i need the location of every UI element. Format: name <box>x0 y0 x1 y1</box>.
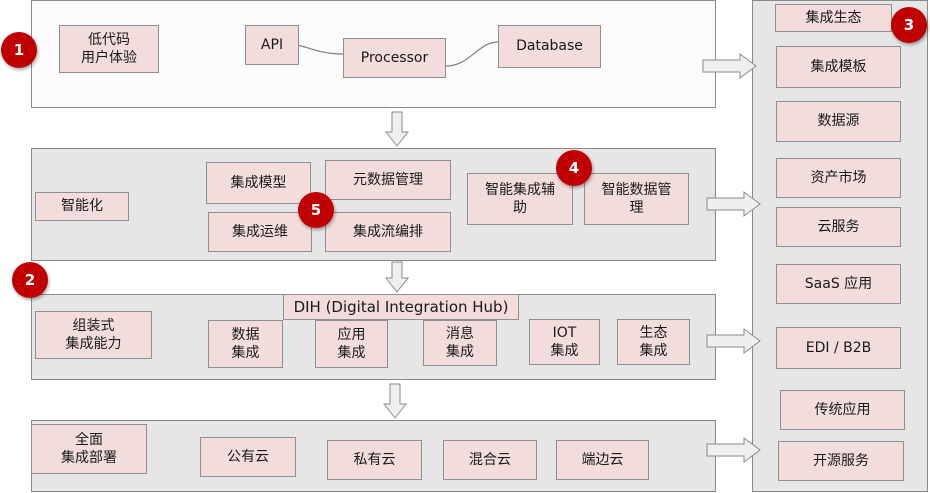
hybrid-cloud-box: 混合云 <box>443 440 537 480</box>
connector-processor-database <box>445 41 499 67</box>
integration-model-box: 集成模型 <box>206 162 311 204</box>
app-integration-box: 应用 集成 <box>315 320 388 368</box>
badge-3: 3 <box>891 7 927 43</box>
api-box: API <box>245 25 299 65</box>
integration-ops-box: 集成运维 <box>208 212 312 252</box>
dih-title: DIH (Digital Integration Hub) <box>283 294 519 320</box>
assembled-capability-box: 组装式 集成能力 <box>35 311 152 359</box>
badge-1: 1 <box>1 32 37 68</box>
eco-item-asset-market: 资产市场 <box>776 158 901 198</box>
badge-5: 5 <box>298 192 334 228</box>
smart-integration-assist-box: 智能集成辅 助 <box>467 173 573 225</box>
full-deployment-box: 全面 集成部署 <box>31 424 147 474</box>
metadata-management-box: 元数据管理 <box>325 160 451 200</box>
data-integration-box: 数据 集成 <box>208 320 283 368</box>
iot-integration-box: IOT 集成 <box>529 319 600 365</box>
message-integration-box: 消息 集成 <box>423 320 497 366</box>
down-arrow-1 <box>384 111 410 147</box>
eco-item-cloud-service: 云服务 <box>776 207 901 247</box>
right-arrow-4 <box>706 437 761 463</box>
eco-integration-box: 生态 集成 <box>617 319 690 365</box>
database-box: Database <box>498 25 601 68</box>
badge-2: 2 <box>12 262 48 298</box>
smart-data-management-box: 智能数据管 理 <box>584 173 689 225</box>
right-arrow-3 <box>706 328 761 354</box>
eco-item-legacy-apps: 传统应用 <box>780 390 905 430</box>
lowcode-ux-box: 低代码 用户体验 <box>59 25 159 73</box>
ecosystem-title-box: 集成生态 <box>775 4 892 32</box>
edge-cloud-box: 端边云 <box>556 440 649 480</box>
public-cloud-box: 公有云 <box>200 437 296 477</box>
down-arrow-2 <box>384 261 410 293</box>
private-cloud-box: 私有云 <box>327 440 422 480</box>
processor-box: Processor <box>343 38 446 78</box>
eco-item-datasource: 数据源 <box>776 101 901 142</box>
integration-flow-box: 集成流编排 <box>325 212 451 252</box>
right-arrow-1 <box>702 53 757 79</box>
eco-item-templates: 集成模板 <box>776 46 901 88</box>
intelligence-box: 智能化 <box>35 192 129 221</box>
eco-item-saas: SaaS 应用 <box>776 264 901 304</box>
badge-4: 4 <box>556 150 592 186</box>
eco-item-edi-b2b: EDI / B2B <box>776 327 901 369</box>
right-arrow-2 <box>706 191 761 217</box>
down-arrow-3 <box>382 383 408 419</box>
eco-item-open-source: 开源服务 <box>778 441 904 481</box>
